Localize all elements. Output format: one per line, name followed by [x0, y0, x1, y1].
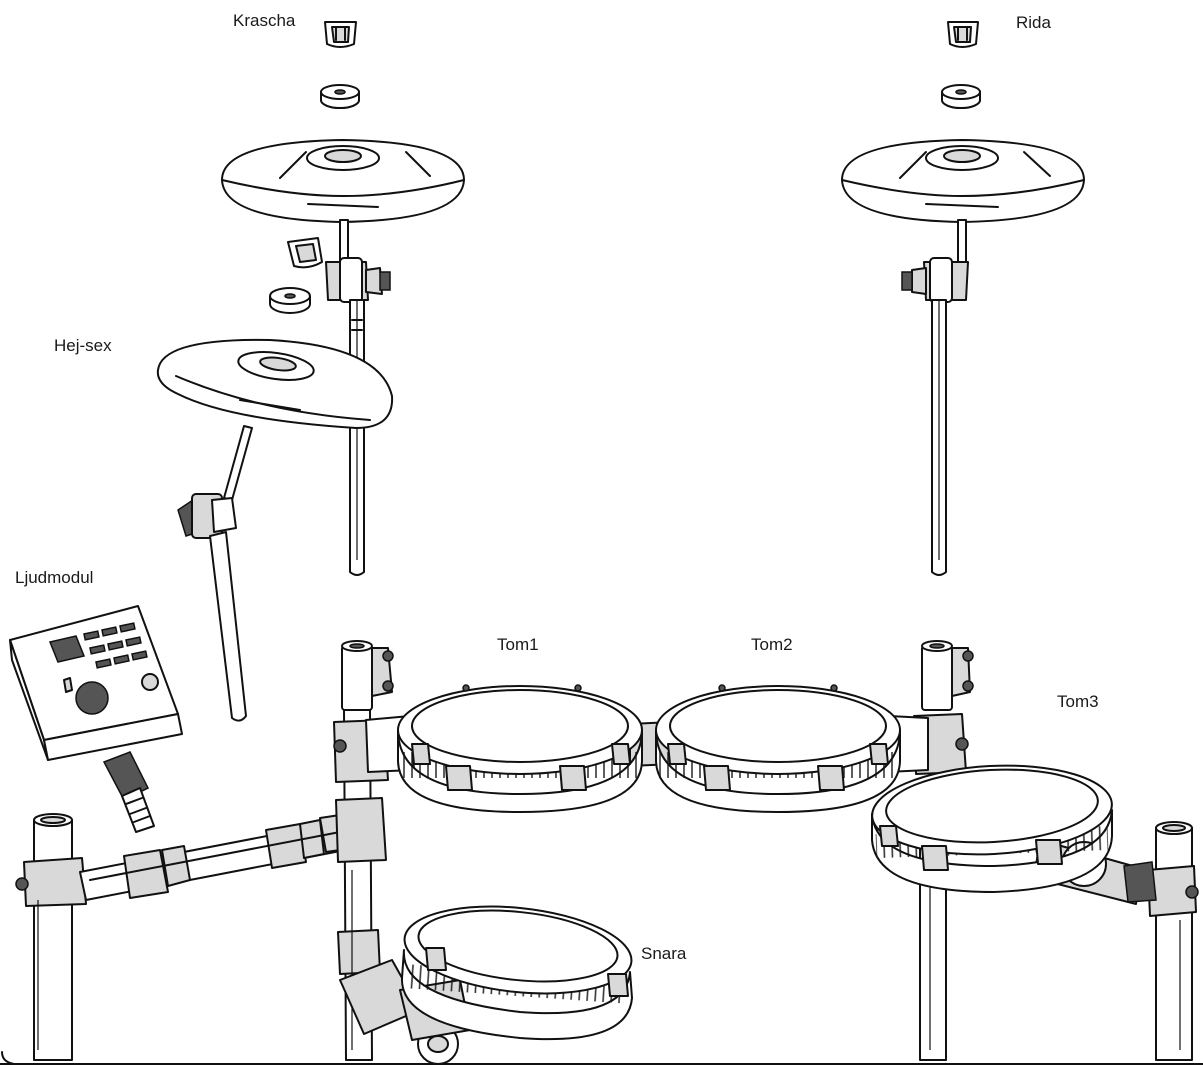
- label-ride: Rida: [1016, 13, 1051, 32]
- module-volume-knob: [75, 681, 109, 715]
- label-tom1: Tom1: [497, 635, 539, 654]
- ride-cymbal: [841, 139, 1085, 223]
- center-left-post: [333, 640, 394, 1061]
- right-post: [1147, 821, 1199, 1061]
- label-module: Ljudmodul: [15, 568, 94, 587]
- sound-module: [9, 605, 183, 761]
- label-hihat: Hej-sex: [54, 336, 112, 355]
- label-tom3: Tom3: [1057, 692, 1099, 711]
- tom3-pad: [871, 764, 1157, 905]
- label-tom2: Tom2: [751, 635, 793, 654]
- hihat-cymbal: [156, 338, 394, 429]
- label-snare: Snara: [641, 944, 687, 963]
- left-post: [15, 813, 87, 1061]
- label-crash: Krascha: [233, 11, 296, 30]
- tom1-pad: [397, 684, 643, 813]
- crash-felt-icon: [320, 84, 360, 109]
- crash-cymbal-assembly: [221, 21, 465, 576]
- ride-clamp: [901, 257, 969, 303]
- crash-wingnut-icon: [324, 21, 357, 48]
- module-display: [48, 635, 86, 663]
- ride-wingnut-icon: [947, 21, 979, 48]
- hihat-rod: [209, 531, 247, 722]
- ride-cymbal-assembly: [841, 21, 1085, 576]
- ride-felt-icon: [941, 84, 981, 109]
- module-small-knob: [141, 673, 159, 691]
- module-mount: [102, 751, 155, 833]
- left-arm: [79, 811, 369, 901]
- hihat-assembly: [156, 237, 394, 722]
- hihat-felt-icon: [269, 287, 311, 314]
- crash-clamp: [325, 257, 391, 303]
- snare-pad: [339, 905, 633, 1065]
- crash-cymbal: [221, 139, 465, 223]
- hihat-clamp: [177, 493, 237, 539]
- module-buttons: [83, 622, 148, 669]
- tom2-pad: [655, 684, 901, 813]
- hihat-wingnut-icon: [287, 237, 323, 269]
